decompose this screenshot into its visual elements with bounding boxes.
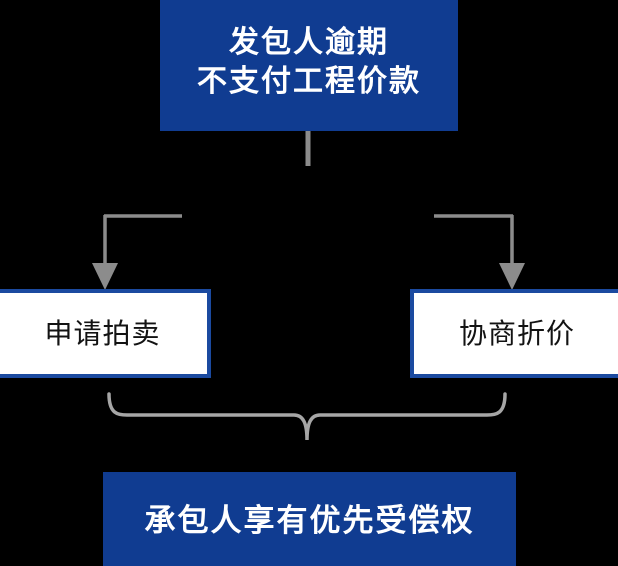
node-bottom-outcome[interactable]: 承包人享有优先受偿权	[103, 472, 516, 566]
arrowhead-to-right-node	[499, 263, 525, 290]
node-option-auction[interactable]: 申请拍卖	[0, 289, 211, 378]
node-bottom-label: 承包人享有优先受偿权	[144, 503, 475, 540]
node-right-label: 协商折价	[458, 316, 575, 350]
connector-merge-brace	[107, 392, 507, 441]
node-top-label: 发包人逾期 不支付工程价款	[197, 25, 421, 99]
node-top-cause[interactable]: 发包人逾期 不支付工程价款	[160, 0, 458, 131]
node-option-negotiated-discount[interactable]: 协商折价	[410, 289, 618, 378]
arrowhead-to-left-node	[92, 263, 118, 290]
node-left-label: 申请拍卖	[44, 316, 161, 350]
